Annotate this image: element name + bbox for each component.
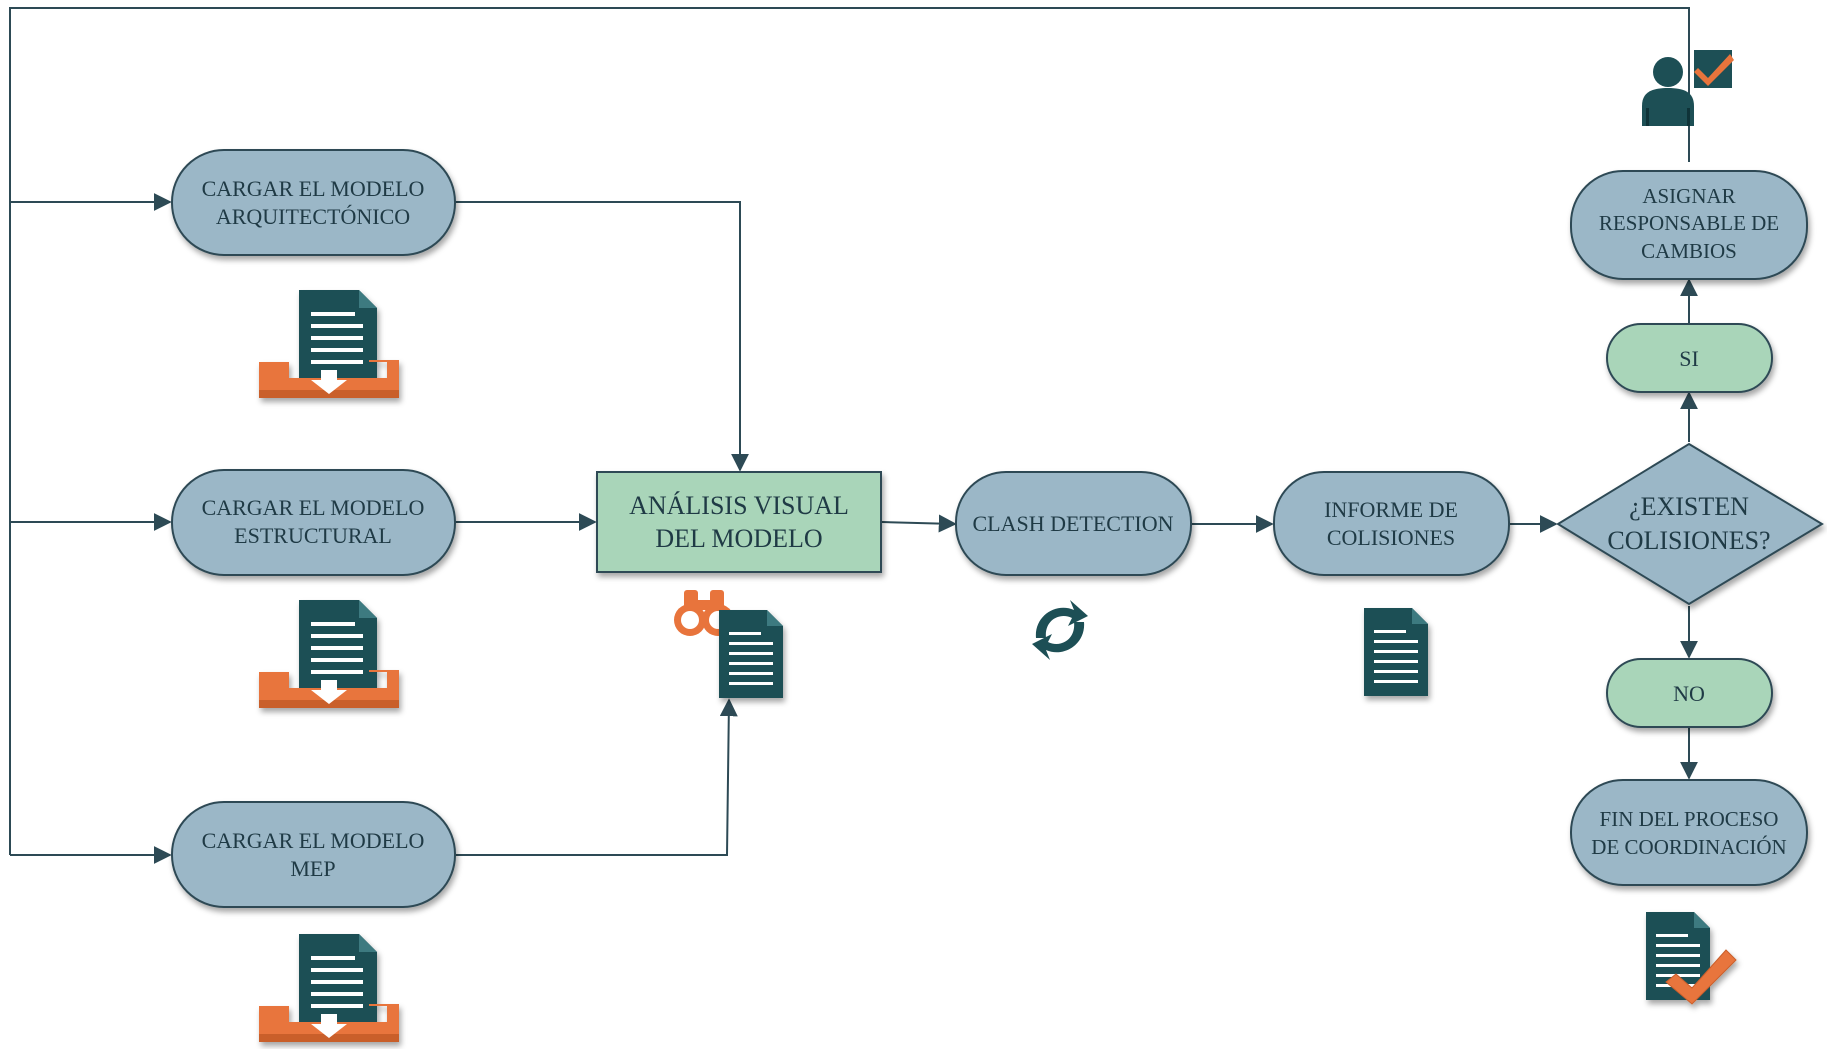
document-download-icon — [259, 290, 399, 398]
analysis-line-2: DEL MODELO — [655, 524, 822, 553]
document-download-icon — [259, 934, 399, 1042]
decision-line-1: ¿EXISTEN — [1629, 492, 1749, 521]
sync-icon — [1032, 600, 1088, 660]
analysis-line-1: ANÁLISIS VISUAL — [629, 491, 849, 520]
load-arch-line-2: ARQUITECTÓNICO — [216, 204, 410, 229]
report-line-1: INFORME DE — [1324, 497, 1458, 522]
node-load-mep: CARGAR EL MODELO MEP — [171, 801, 456, 908]
report-line-2: COLISIONES — [1327, 525, 1455, 550]
node-load-arch: CARGAR EL MODELO ARQUITECTÓNICO — [171, 149, 456, 256]
connectors — [9, 7, 1698, 864]
node-yes: SI — [1606, 323, 1773, 393]
assign-line-3: CAMBIOS — [1641, 239, 1737, 263]
node-visual-analysis: ANÁLISIS VISUAL DEL MODELO — [596, 471, 882, 573]
decision-line-2: COLISIONES? — [1607, 526, 1770, 555]
node-clash-detection: CLASH DETECTION — [955, 471, 1192, 576]
document-icon — [1364, 608, 1428, 696]
load-mep-line-2: MEP — [290, 856, 335, 881]
node-load-struct: CARGAR EL MODELO ESTRUCTURAL — [171, 469, 456, 576]
document-download-icon — [259, 600, 399, 708]
node-end: FIN DEL PROCESO DE COORDINACIÓN — [1570, 779, 1808, 886]
node-no: NO — [1606, 658, 1773, 728]
end-line-2: DE COORDINACIÓN — [1591, 835, 1786, 859]
arrow-analysis-to-clash — [881, 514, 957, 533]
user-approve-icon — [1642, 50, 1734, 126]
clash-detection-label: CLASH DETECTION — [972, 511, 1173, 536]
arrow-arch-to-analysis — [455, 201, 749, 472]
node-assign: ASIGNAR RESPONSABLE DE CAMBIOS — [1570, 170, 1808, 280]
assign-line-1: ASIGNAR — [1642, 184, 1735, 208]
yes-label: SI — [1679, 346, 1699, 371]
end-line-1: FIN DEL PROCESO — [1600, 807, 1779, 831]
load-struct-line-1: CARGAR EL MODELO — [202, 495, 425, 520]
node-decision: ¿EXISTEN COLISIONES? — [1556, 442, 1824, 606]
document-check-icon — [1646, 912, 1737, 1005]
arrow-mep-to-analysis — [455, 698, 738, 856]
load-struct-line-2: ESTRUCTURAL — [234, 523, 392, 548]
node-clash-report: INFORME DE COLISIONES — [1273, 471, 1510, 576]
assign-line-2: RESPONSABLE DE — [1599, 211, 1779, 235]
feedback-loop-line — [9, 7, 1690, 855]
load-mep-line-1: CARGAR EL MODELO — [202, 828, 425, 853]
no-label: NO — [1673, 681, 1705, 706]
document-icon — [719, 610, 783, 698]
load-arch-line-1: CARGAR EL MODELO — [202, 176, 425, 201]
